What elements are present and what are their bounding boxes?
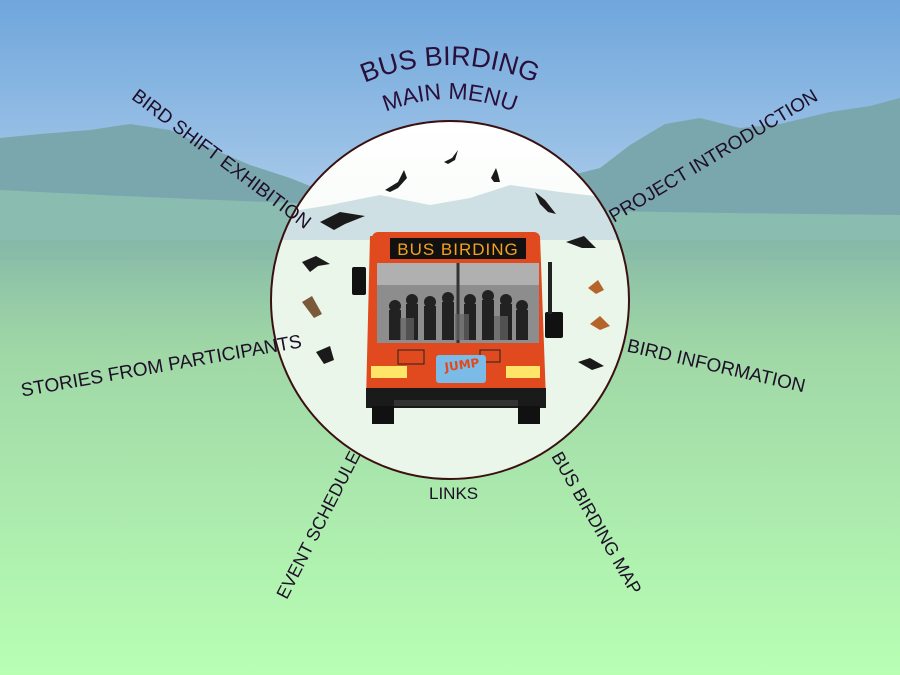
bus-illustration <box>352 232 563 424</box>
menu-link-links[interactable]: LINKS <box>429 484 479 503</box>
bus-destination-sign: BUS BIRDING <box>397 240 519 259</box>
title-line-2: MAIN MENU <box>379 78 521 117</box>
birds <box>302 150 610 370</box>
